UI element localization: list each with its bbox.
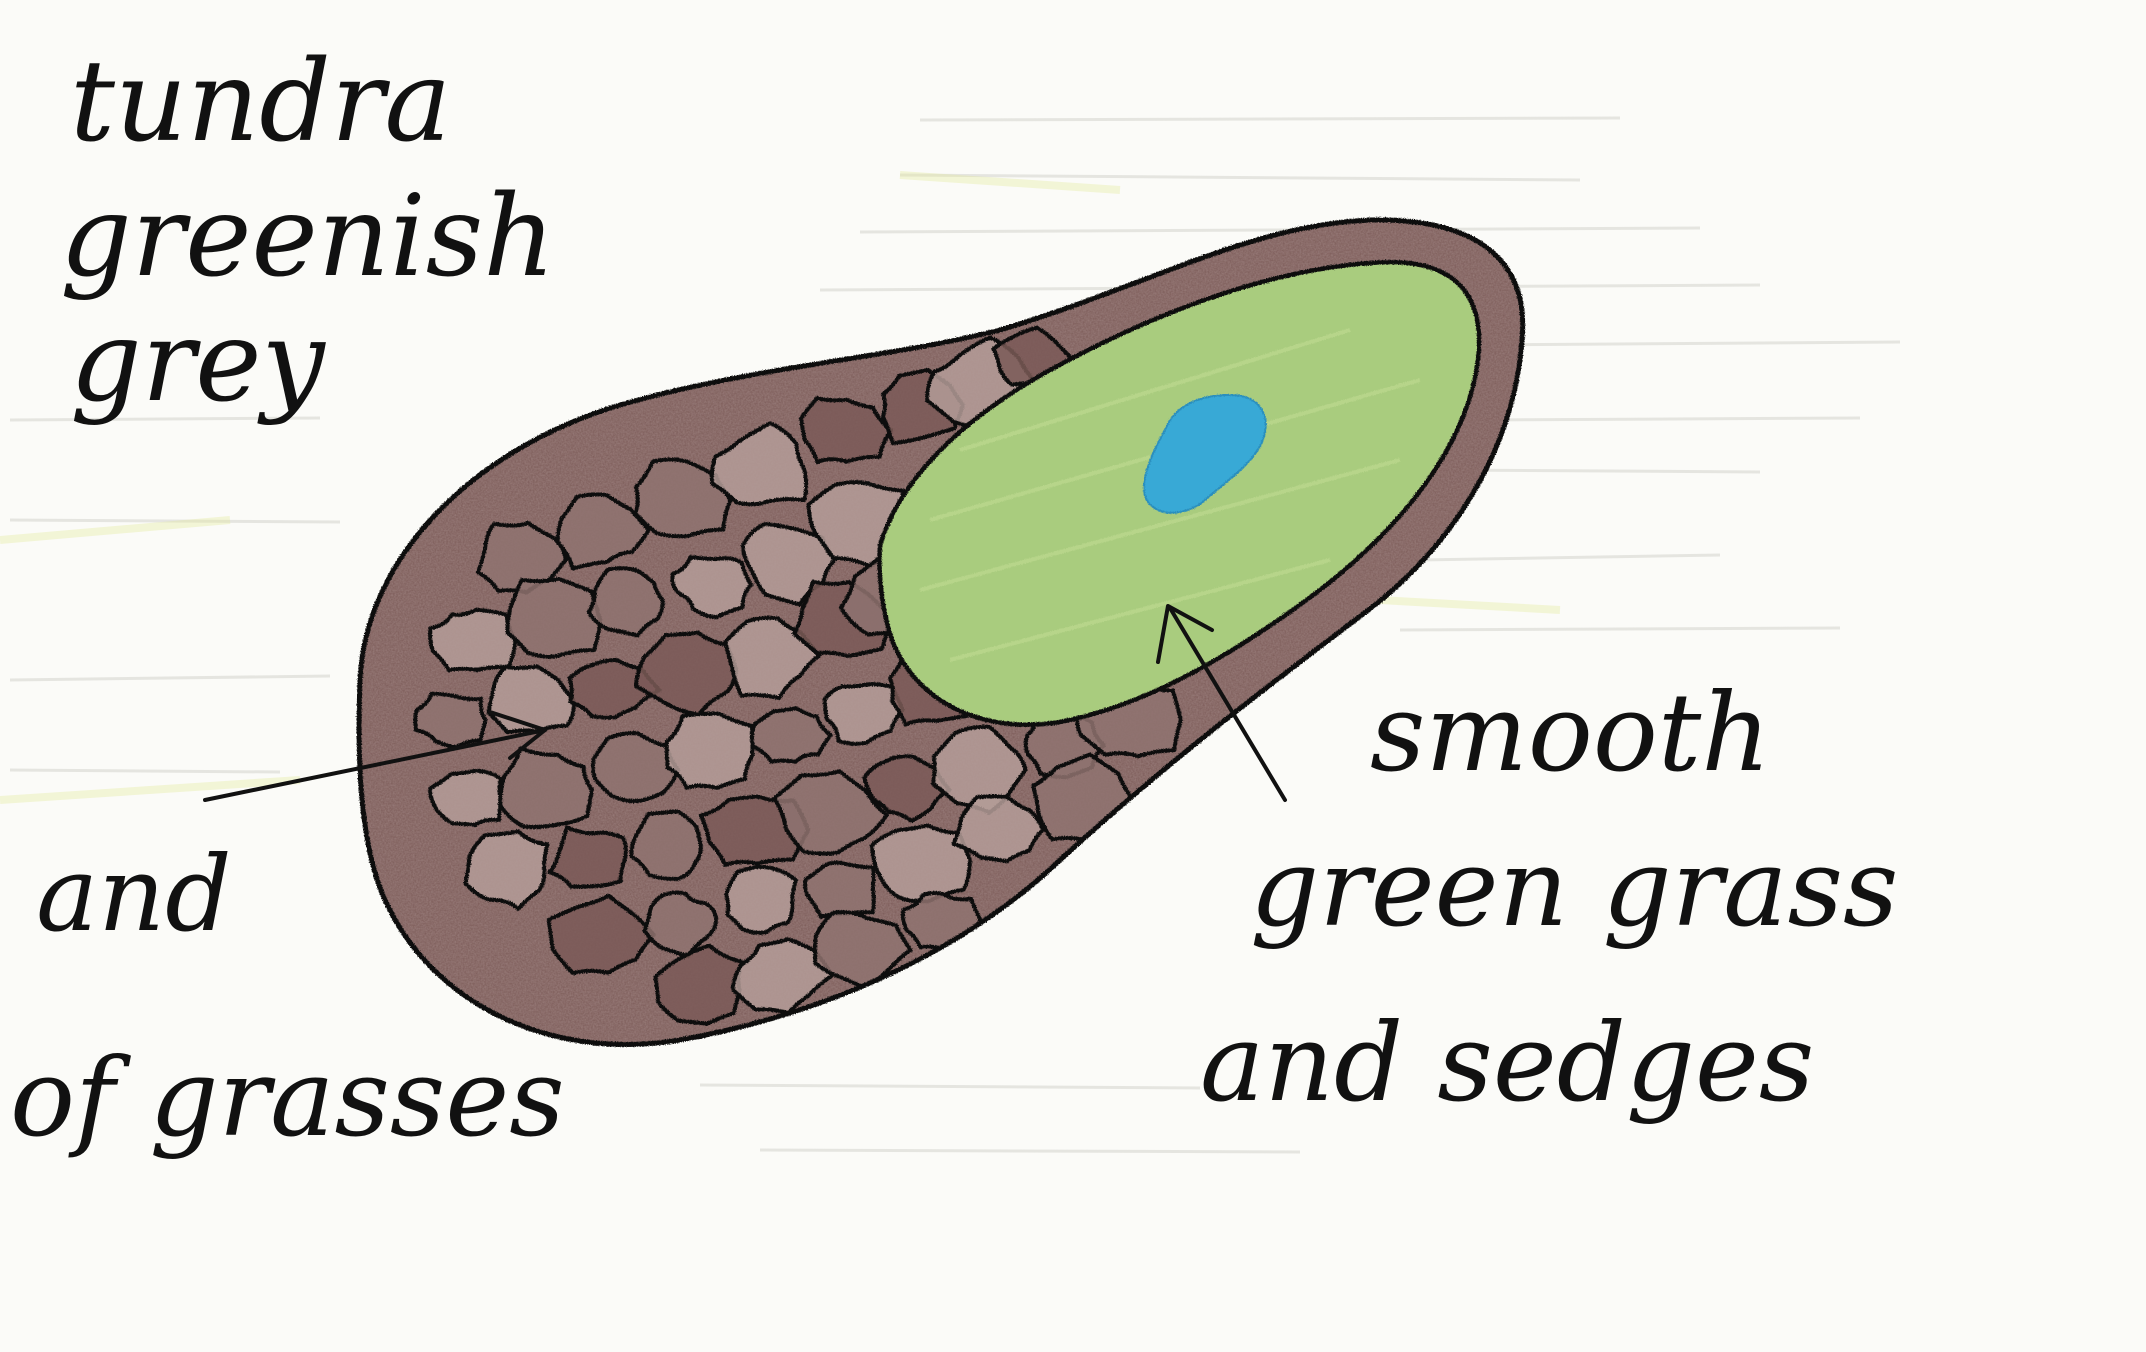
- label-grey: grey: [70, 297, 327, 427]
- label-and-sedges: and sedges: [1200, 1001, 1814, 1126]
- tussock-clump: [507, 579, 600, 657]
- label-green-grass: green grass: [1250, 826, 1898, 951]
- tussock-clump: [726, 867, 796, 933]
- label-and-fragment: . and: [0, 833, 232, 955]
- label-tundra: tundra: [70, 37, 451, 167]
- label-smooth: smooth: [1370, 671, 1771, 796]
- label-of-grasses: of grasses: [10, 1036, 565, 1161]
- tussock-clump: [805, 863, 874, 917]
- label-greenish: greenish: [60, 172, 555, 302]
- tussock-clump: [666, 714, 752, 789]
